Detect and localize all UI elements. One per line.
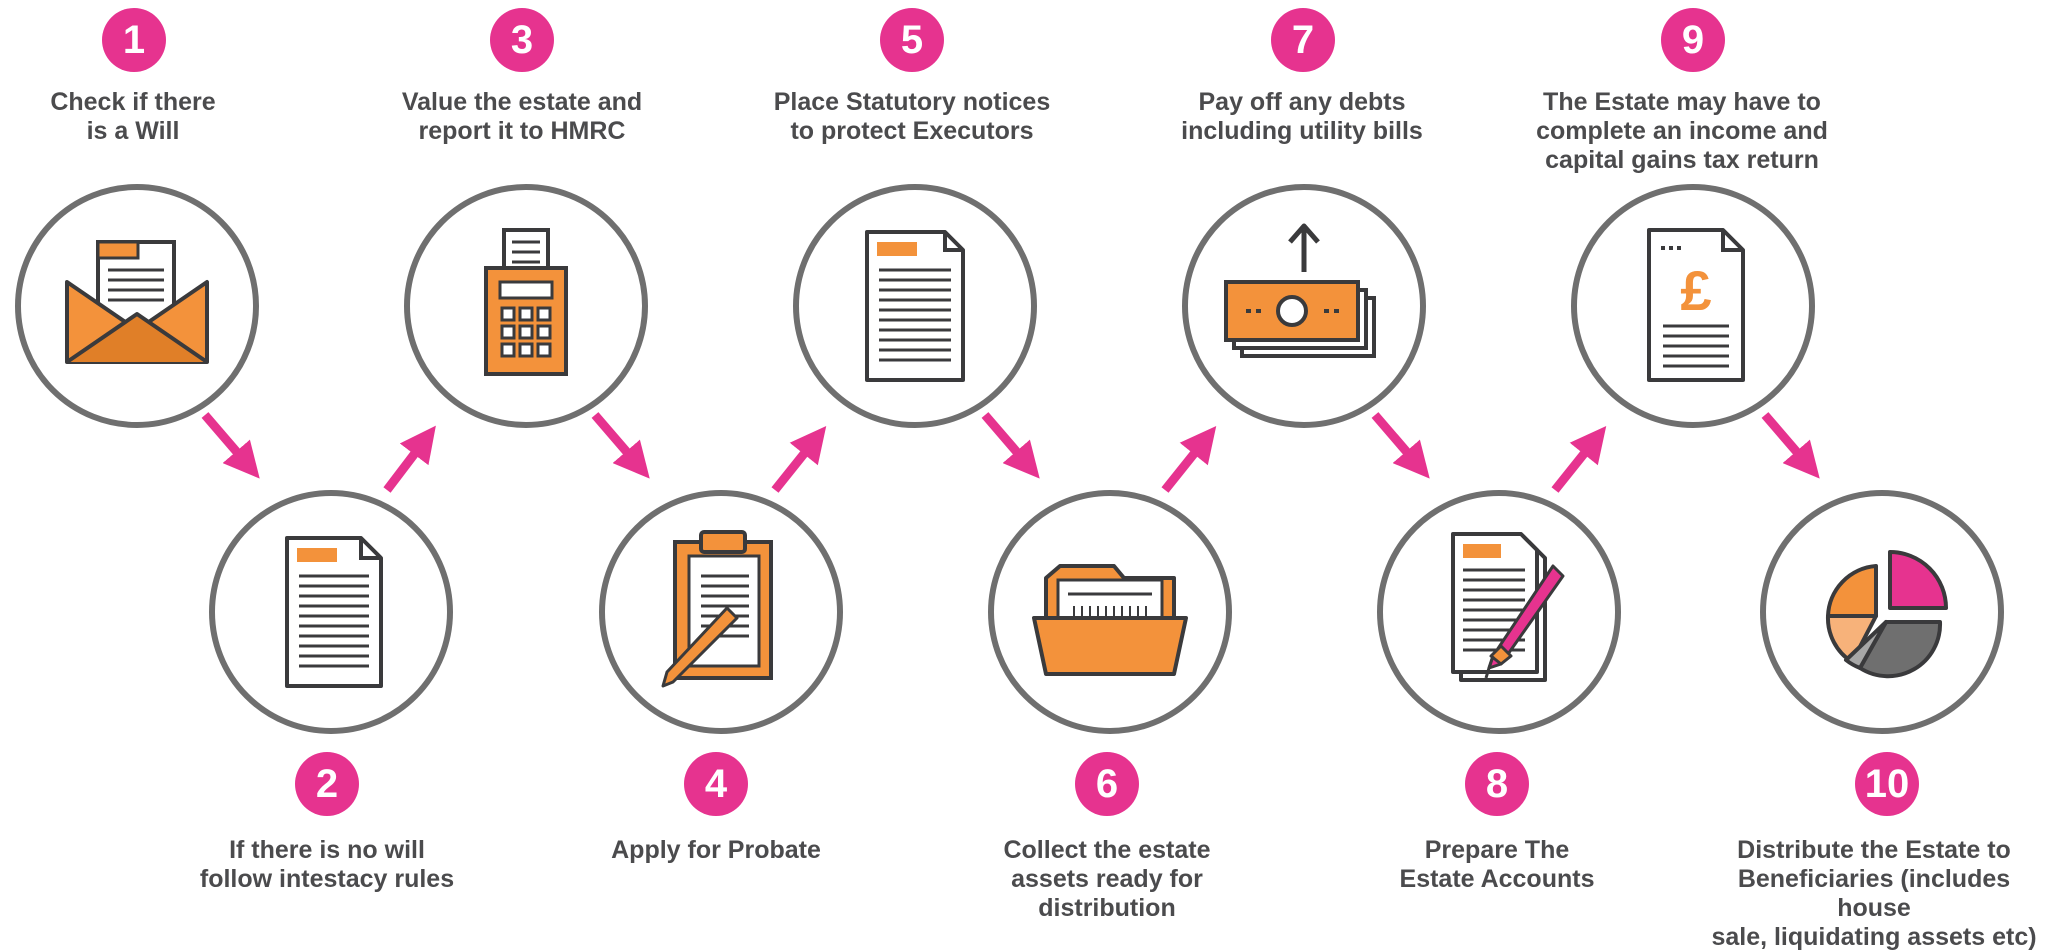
step-3-label: Value the estate and report it to HMRC (401, 88, 643, 145)
arrow-1-to-2 (201, 412, 260, 479)
connector-arrows (201, 412, 1820, 493)
pie-chart-icon (1825, 550, 1948, 679)
arrow-7-to-8 (1371, 412, 1430, 479)
calculator-icon (484, 228, 568, 376)
arrow-4-to-5 (771, 425, 827, 493)
step-8-label: Prepare The Estate Accounts (1399, 836, 1595, 893)
step-7-badge: 7 (1271, 8, 1335, 72)
step-3-badge: 3 (490, 8, 554, 72)
step-8-badge: 8 (1465, 752, 1529, 816)
step-1-circle (15, 184, 259, 428)
step-7-circle (1182, 184, 1426, 428)
step-4-label: Apply for Probate (611, 836, 821, 864)
step-2-badge: 2 (295, 752, 359, 816)
step-5-circle (793, 184, 1037, 428)
arrow-8-to-9 (1551, 425, 1607, 493)
step-2-label: If there is no will follow intestacy rul… (199, 836, 455, 893)
step-1-badge: 1 (102, 8, 166, 72)
step-10-label: Distribute the Estate to Beneficiaries (… (1711, 836, 2037, 951)
step-10-badge: 10 (1855, 752, 1919, 816)
document-icon (285, 536, 383, 688)
arrow-2-to-3 (383, 425, 436, 493)
notice-document-icon (865, 230, 965, 382)
step-2-circle (209, 490, 453, 734)
step-5-label: Place Statutory notices to protect Execu… (773, 88, 1051, 145)
step-9-badge: 9 (1661, 8, 1725, 72)
folder-icon (1032, 564, 1188, 676)
step-4-circle (599, 490, 843, 734)
step-5-badge: 5 (880, 8, 944, 72)
arrow-6-to-7 (1161, 425, 1217, 493)
step-6-circle (988, 490, 1232, 734)
pound-document-icon: £ (1647, 228, 1745, 382)
step-9-label: The Estate may have to complete an incom… (1536, 88, 1828, 174)
step-8-circle (1377, 490, 1621, 734)
step-4-badge: 4 (684, 752, 748, 816)
probate-process-diagram: 1 Check if there is a Will 2 If there is… (15, 8, 2037, 951)
step-6-badge: 6 (1075, 752, 1139, 816)
accounts-pen-icon (1451, 532, 1565, 682)
clipboard-pencil-icon (661, 530, 773, 688)
step-6-label: Collect the estate assets ready for dist… (1003, 836, 1211, 922)
step-10-circle (1760, 490, 2004, 734)
arrow-5-to-6 (981, 412, 1040, 479)
arrow-9-to-10 (1761, 412, 1820, 479)
arrow-3-to-4 (591, 412, 650, 479)
envelope-letter-icon (65, 240, 209, 364)
step-7-label: Pay off any debts including utility bill… (1181, 88, 1423, 145)
banknotes-icon (1224, 223, 1376, 358)
step-1-label: Check if there is a Will (50, 88, 216, 145)
pound-symbol-icon: £ (1680, 259, 1711, 322)
step-9-circle: £ (1571, 184, 1815, 428)
step-3-circle (404, 184, 648, 428)
